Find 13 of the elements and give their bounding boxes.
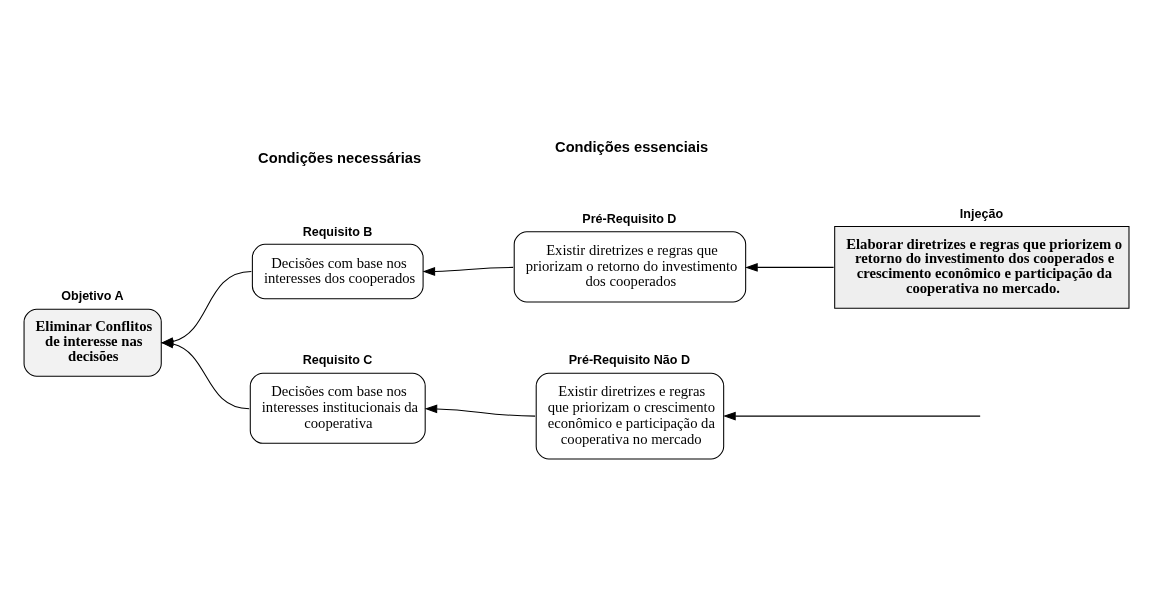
arrow xyxy=(424,404,536,417)
arrow xyxy=(723,411,981,421)
node-label: Pré-Requisito Não D xyxy=(568,352,690,367)
node-label: Requisito C xyxy=(302,352,373,367)
node-label: Objetivo A xyxy=(61,288,124,303)
node-label: Requisito B xyxy=(302,224,373,239)
arrow xyxy=(422,266,514,276)
label: Condições necessárias xyxy=(258,149,422,166)
arrow xyxy=(160,339,250,409)
label: Condições essenciais xyxy=(555,138,709,155)
arrow xyxy=(745,262,835,272)
node-label: Pré-Requisito D xyxy=(582,211,677,226)
node-label: Injeção xyxy=(959,206,1004,221)
